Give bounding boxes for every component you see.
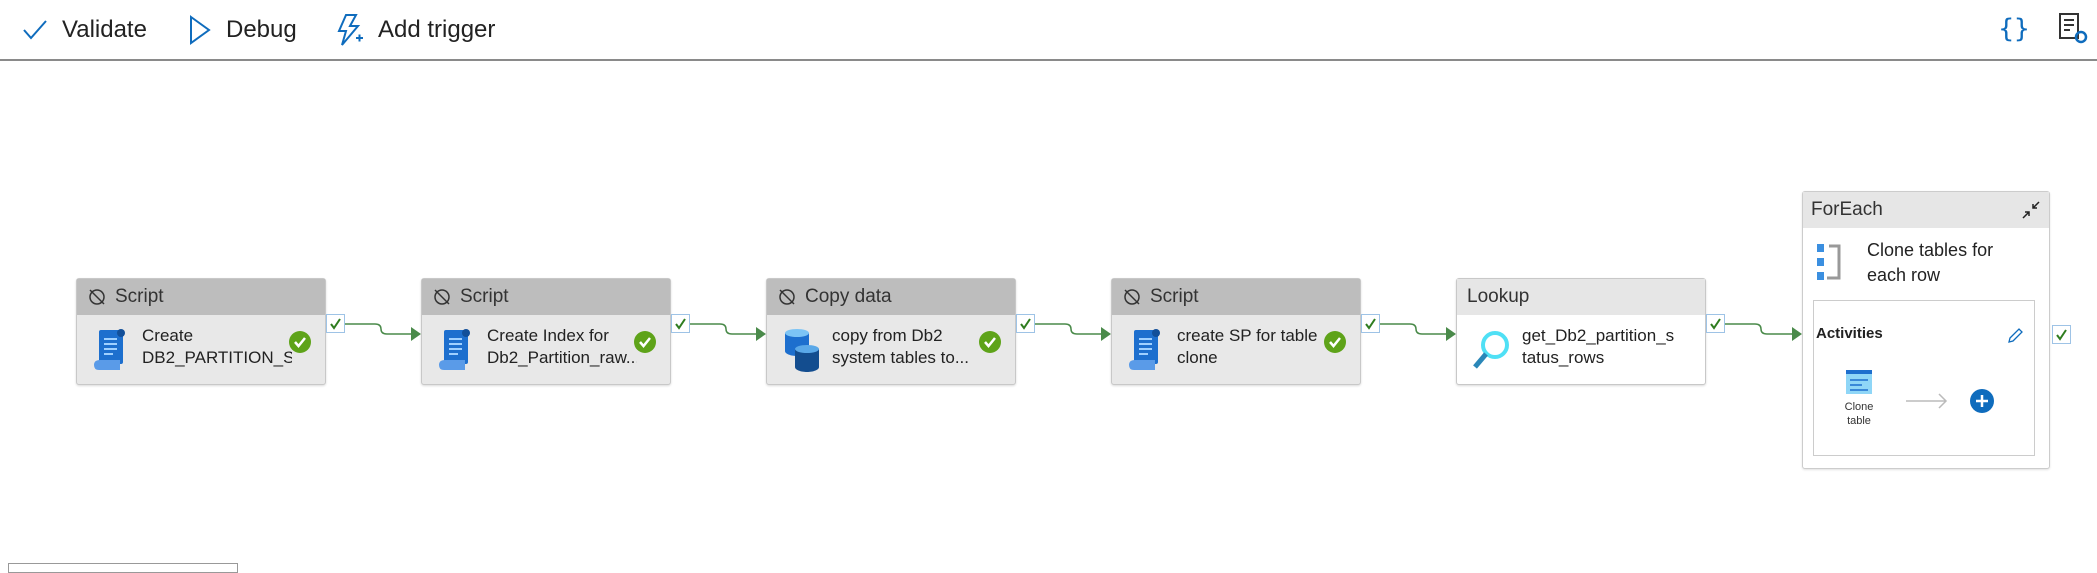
activity-type: Copy data bbox=[805, 286, 892, 307]
success-output-handle[interactable] bbox=[2052, 325, 2071, 344]
inner-activity-line1: Clone bbox=[1844, 401, 1874, 413]
script-icon bbox=[439, 329, 470, 370]
collapse-icon[interactable] bbox=[2021, 200, 2041, 220]
inner-activity-clone-table[interactable]: Clone table bbox=[1834, 369, 1884, 428]
code-braces-icon[interactable]: {} bbox=[1996, 10, 2032, 46]
checkmark-icon bbox=[1365, 318, 1376, 330]
properties-icon[interactable] bbox=[2054, 10, 2090, 46]
inner-activity-line2: table bbox=[1847, 415, 1871, 427]
checkmark-icon bbox=[1710, 318, 1721, 330]
copy-activity-icon bbox=[1846, 370, 1872, 394]
script-icon bbox=[94, 329, 125, 370]
activity-name-line2: DB2_PARTITION_S... bbox=[142, 348, 292, 367]
success-status-icon bbox=[289, 331, 311, 353]
add-trigger-label: Add trigger bbox=[378, 16, 496, 43]
validate-label: Validate bbox=[62, 16, 147, 43]
success-output-handle[interactable] bbox=[1361, 314, 1380, 333]
activity-name-line2: system tables to... bbox=[832, 348, 969, 367]
checkmark-icon bbox=[330, 318, 341, 330]
svg-text:{}: {} bbox=[1998, 14, 2029, 44]
activity-script-create-sp[interactable]: Script create SP for table clone bbox=[1111, 278, 1361, 385]
activity-type: Script bbox=[460, 286, 509, 307]
checkmark-icon bbox=[2056, 329, 2067, 341]
deactivated-icon bbox=[434, 289, 450, 305]
success-status-icon bbox=[1324, 331, 1346, 353]
minimap-panel[interactable] bbox=[8, 563, 238, 573]
debug-label: Debug bbox=[226, 16, 297, 43]
activity-type: ForEach bbox=[1811, 199, 1883, 220]
activity-name-line1: Create Index for bbox=[487, 326, 609, 345]
foreach-name-line1: Clone tables for bbox=[1867, 240, 1994, 260]
script-icon bbox=[1129, 329, 1160, 370]
success-output-handle[interactable] bbox=[1016, 314, 1035, 333]
foreach-icon bbox=[1817, 244, 1841, 280]
activity-name-line2: tatus_rows bbox=[1522, 348, 1605, 367]
success-status-icon bbox=[979, 331, 1001, 353]
activity-name-line1: create SP for table bbox=[1177, 326, 1318, 345]
play-icon bbox=[190, 15, 211, 45]
checkmark-icon bbox=[675, 318, 686, 330]
debug-button[interactable]: Debug bbox=[188, 12, 297, 48]
activity-type: Lookup bbox=[1467, 286, 1530, 307]
success-output-handle[interactable] bbox=[326, 314, 345, 333]
lookup-icon bbox=[1473, 331, 1509, 369]
activities-label: Activities bbox=[1816, 325, 1883, 342]
deactivated-icon bbox=[1124, 289, 1140, 305]
edit-pencil-icon[interactable] bbox=[2006, 327, 2024, 345]
activity-name-line2: Db2_Partition_raw... bbox=[487, 348, 637, 367]
success-output-handle[interactable] bbox=[671, 314, 690, 333]
validate-button[interactable]: Validate bbox=[22, 12, 147, 48]
checkmark-icon bbox=[1020, 318, 1031, 330]
activity-name-line1: Create bbox=[142, 326, 194, 345]
activity-name-line2: clone bbox=[1177, 348, 1218, 367]
activity-name-line1: copy from Db2 bbox=[832, 326, 943, 345]
activity-type: Script bbox=[1150, 286, 1199, 307]
copy-data-icon bbox=[785, 329, 819, 372]
activity-copy-data[interactable]: Copy data copy from Db2 system tables to.… bbox=[766, 278, 1016, 385]
add-activity-button[interactable] bbox=[1970, 389, 1994, 413]
foreach-name-line2: each row bbox=[1867, 265, 1941, 285]
activity-name-line1: get_Db2_partition_s bbox=[1522, 326, 1675, 345]
activity-type: Script bbox=[115, 286, 164, 307]
add-trigger-button[interactable]: Add trigger bbox=[334, 12, 495, 48]
deactivated-icon bbox=[89, 289, 105, 305]
success-output-handle[interactable] bbox=[1706, 314, 1725, 333]
checkmark-icon bbox=[23, 20, 47, 40]
activity-foreach[interactable]: ForEach Clone tables for each row Activit… bbox=[1802, 191, 2050, 469]
arrow-right-icon bbox=[1906, 393, 1948, 409]
toolbar: Validate Debug Add trigger {} bbox=[0, 0, 2097, 61]
success-status-icon bbox=[634, 331, 656, 353]
activity-lookup[interactable]: Lookup get_Db2_partition_s tatus_rows bbox=[1456, 278, 1706, 385]
deactivated-icon bbox=[779, 289, 795, 305]
foreach-activities-panel: Activities Clone table bbox=[1813, 300, 2035, 456]
trigger-icon bbox=[337, 14, 363, 46]
